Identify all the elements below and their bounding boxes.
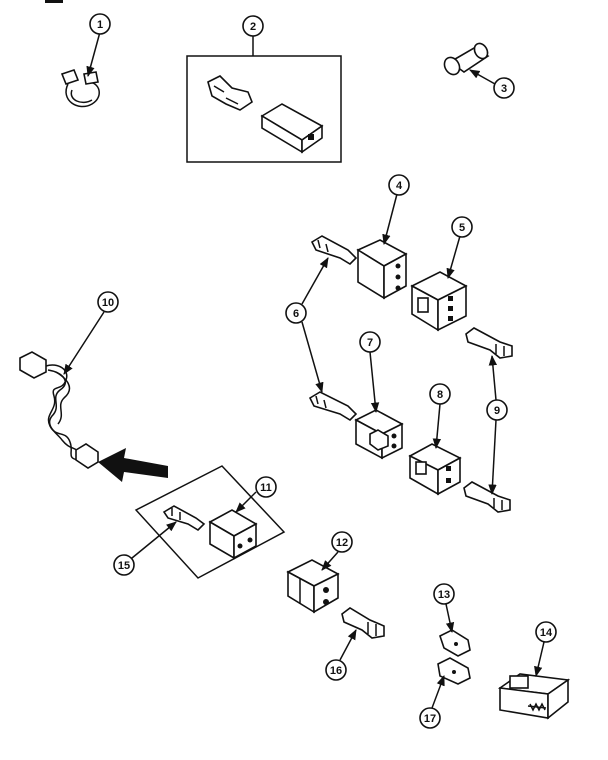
svg-text:13: 13 [438,589,450,601]
svg-text:6: 6 [293,308,299,320]
svg-text:10: 10 [102,297,114,309]
female-terminal-16 [341,607,385,639]
two-pin-housing-8 [408,443,462,496]
connector-housing-part [260,103,324,154]
svg-text:4: 4 [396,180,403,192]
male-terminal-15 [162,505,206,532]
callout-14: 14 [535,621,557,643]
leader-1 [86,31,101,78]
female-terminal-9b [463,481,511,513]
leader-7 [369,351,380,414]
callout-7: 7 [359,331,381,353]
svg-text:9: 9 [494,405,500,417]
multi-pin-connector-14 [497,673,571,720]
leader-9-bottom [488,419,497,496]
svg-text:8: 8 [437,389,443,401]
part-11-kit-box [134,465,286,579]
callout-9: 9 [486,399,508,421]
svg-text:14: 14 [540,627,553,639]
male-terminal-6a [310,235,358,266]
svg-text:15: 15 [118,560,130,572]
leader-17 [431,675,445,709]
terminal-13 [439,629,471,657]
svg-text:12: 12 [336,537,348,549]
leader-15 [131,521,177,559]
callout-1: 1 [89,13,111,35]
leader-13 [445,603,455,634]
svg-text:5: 5 [459,222,465,234]
three-pin-housing-5 [410,271,468,332]
callout-15: 15 [113,554,135,576]
callout-2: 2 [242,15,264,37]
callout-6: 6 [285,302,307,324]
callout-10: 10 [97,291,119,313]
big-arrow-icon [98,448,168,482]
callout-16: 16 [325,659,347,681]
leader-14 [534,641,545,678]
svg-text:17: 17 [424,713,436,725]
svg-text:7: 7 [367,337,373,349]
three-pin-housing-4 [356,239,408,300]
svg-text:3: 3 [501,83,507,95]
leader-16 [339,629,357,661]
insulating-sleeve-part [443,42,490,76]
leader-11 [235,491,257,513]
leader-9-top [488,354,498,401]
leader-5 [446,235,461,280]
svg-text:1: 1 [97,19,103,31]
callout-5: 5 [451,216,473,238]
leader-6-top [301,257,329,305]
wire-harness-part [19,351,99,469]
two-pin-housing-12 [286,559,340,614]
female-terminal-9a [465,327,513,359]
leader-12 [321,551,339,571]
callout-4: 4 [388,174,410,196]
callout-3: 3 [493,77,515,99]
part-2-kit-box [186,55,342,163]
hose-clamp-part [60,69,100,108]
two-pin-housing-11 [208,509,258,560]
leader-4 [382,193,398,246]
svg-text:16: 16 [330,665,342,677]
svg-text:11: 11 [260,482,272,494]
leader-6-bottom [301,321,324,394]
callout-17: 17 [419,707,441,729]
top-edge-mark [45,0,63,3]
female-terminal-part [207,75,253,111]
two-pin-housing-7 [354,409,404,460]
callout-11: 11 [255,476,277,498]
callout-13: 13 [433,583,455,605]
male-terminal-6b [308,391,358,422]
leader-10 [63,311,105,375]
callout-12: 12 [331,531,353,553]
svg-text:2: 2 [250,21,256,33]
leader-8 [432,403,442,450]
leader-3 [469,69,496,85]
callout-8: 8 [429,383,451,405]
